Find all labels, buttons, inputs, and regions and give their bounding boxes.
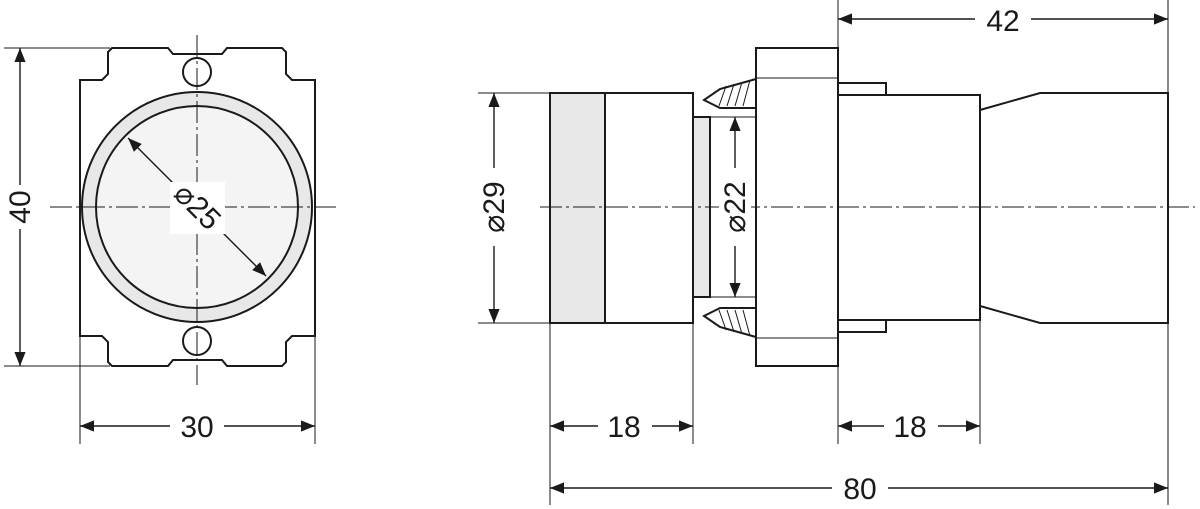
side-view: ⌀29 ⌀22 42 18 18 80	[478, 0, 1195, 506]
diameter-22-label: ⌀22	[719, 181, 752, 232]
length-18-button-label: 18	[607, 411, 640, 444]
button-cap-shaded	[549, 92, 606, 324]
diameter-29-label: ⌀29	[478, 181, 511, 232]
button-cap-body	[604, 92, 694, 324]
length-18-body-label: 18	[893, 411, 926, 444]
contact-block	[979, 92, 1169, 324]
width-30-label: 30	[180, 411, 213, 444]
clip-teeth-top	[702, 77, 757, 109]
length-42-label: 42	[986, 5, 1019, 38]
front-view: ⌀25 40 30	[4, 35, 340, 444]
clip-teeth-bottom	[702, 307, 757, 339]
tab-top	[837, 82, 887, 96]
height-40-label: 40	[4, 190, 37, 223]
length-80-label: 80	[843, 473, 876, 506]
tab-bottom	[837, 319, 887, 333]
